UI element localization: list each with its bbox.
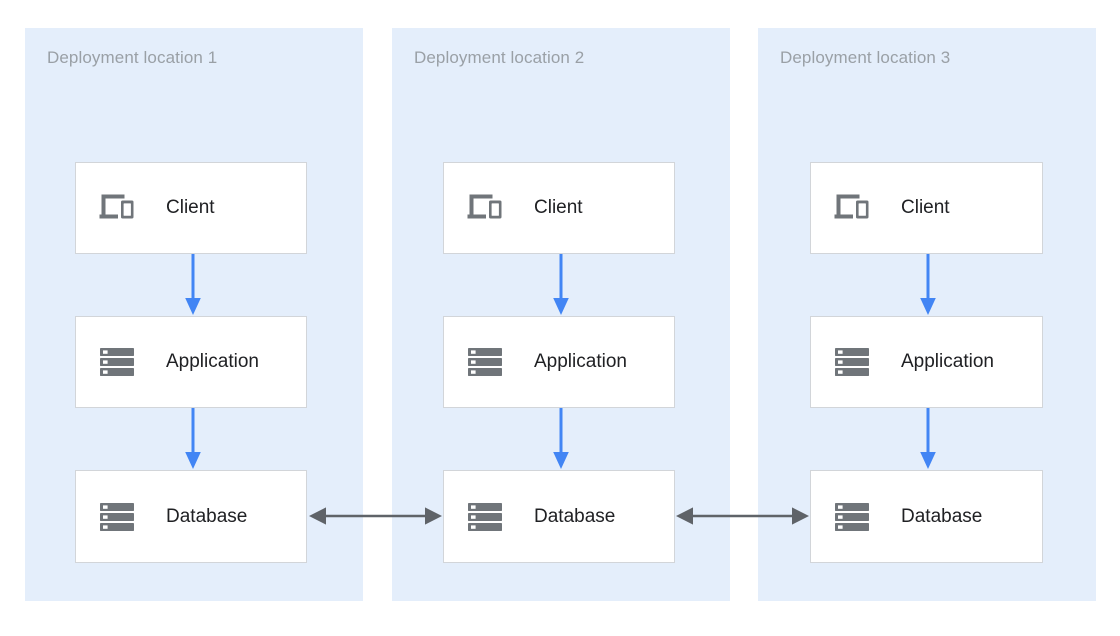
node-label-database-location-3: Database bbox=[901, 505, 983, 527]
arrow-client-to-application-location-2 bbox=[549, 254, 573, 316]
node-client-location-1[interactable]: Client bbox=[75, 162, 307, 254]
node-application-location-2[interactable]: Application bbox=[443, 316, 675, 408]
node-application-location-3[interactable]: Application bbox=[810, 316, 1043, 408]
server-icon bbox=[466, 343, 504, 381]
arrow-application-to-database-location-2 bbox=[549, 408, 573, 470]
deployment-location-2-title: Deployment location 2 bbox=[414, 48, 585, 67]
node-label-client-location-2: Client bbox=[534, 197, 583, 218]
devices-icon bbox=[833, 189, 871, 227]
arrow-client-to-application-location-3 bbox=[916, 254, 940, 316]
node-application-location-1[interactable]: Application bbox=[75, 316, 307, 408]
server-icon bbox=[98, 343, 136, 381]
deployment-location-1-title: Deployment location 1 bbox=[47, 48, 218, 67]
arrow-database-2-to-database-3 bbox=[676, 503, 809, 529]
database-icon bbox=[98, 498, 136, 536]
node-database-location-2[interactable]: Database bbox=[443, 470, 675, 563]
server-icon bbox=[833, 343, 871, 381]
node-database-location-3[interactable]: Database bbox=[810, 470, 1043, 563]
node-label-application-location-3: Application bbox=[901, 351, 994, 372]
deployment-location-3-title: Deployment location 3 bbox=[780, 48, 951, 67]
node-label-client-location-1: Client bbox=[166, 197, 215, 218]
node-label-application-location-2: Application bbox=[534, 351, 627, 372]
node-label-application-location-1: Application bbox=[166, 351, 259, 372]
arrow-application-to-database-location-1 bbox=[181, 408, 205, 470]
node-database-location-1[interactable]: Database bbox=[75, 470, 307, 563]
database-icon bbox=[466, 498, 504, 536]
node-client-location-3[interactable]: Client bbox=[810, 162, 1043, 254]
arrow-application-to-database-location-3 bbox=[916, 408, 940, 470]
devices-icon bbox=[98, 189, 136, 227]
arrow-client-to-application-location-1 bbox=[181, 254, 205, 316]
node-client-location-2[interactable]: Client bbox=[443, 162, 675, 254]
arrow-database-1-to-database-2 bbox=[309, 503, 442, 529]
node-label-client-location-3: Client bbox=[901, 197, 950, 218]
node-label-database-location-2: Database bbox=[534, 505, 616, 527]
devices-icon bbox=[466, 189, 504, 227]
database-icon bbox=[833, 498, 871, 536]
node-label-database-location-1: Database bbox=[166, 505, 248, 527]
